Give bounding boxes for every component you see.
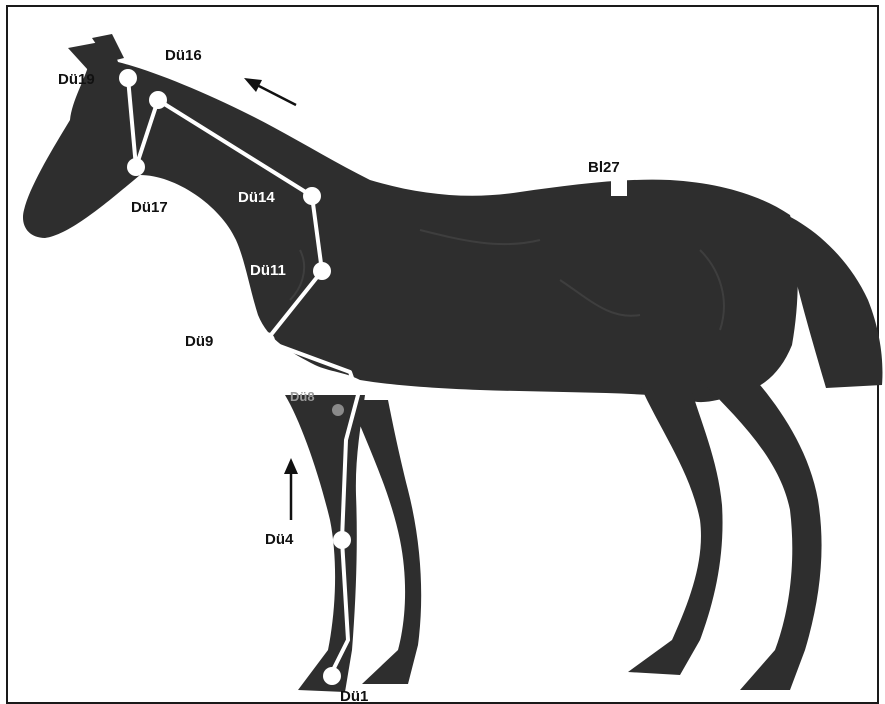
point-marker-du11 bbox=[313, 262, 331, 280]
horse-silhouette bbox=[23, 34, 883, 692]
label-du14: Dü14 bbox=[238, 189, 275, 206]
label-du1: Dü1 bbox=[340, 688, 368, 704]
arrow-up-icon bbox=[284, 458, 298, 520]
point-marker-du17 bbox=[127, 158, 145, 176]
point-marker-du1 bbox=[323, 667, 341, 685]
label-du17: Dü17 bbox=[131, 199, 168, 216]
label-du9: Dü9 bbox=[185, 333, 213, 350]
horse-body bbox=[23, 42, 798, 402]
point-marker-bl27 bbox=[611, 180, 627, 196]
point-marker-du19 bbox=[119, 69, 137, 87]
label-du8: Dü8 bbox=[290, 389, 315, 404]
horse-front-leg-near bbox=[285, 395, 365, 692]
horse-front-leg-far bbox=[350, 400, 421, 684]
point-marker-du16 bbox=[149, 91, 167, 109]
arrow-up-left-icon bbox=[244, 78, 296, 105]
label-du11: Dü11 bbox=[250, 262, 286, 279]
label-bl27: Bl27 bbox=[588, 159, 620, 176]
horse-hind-leg-near bbox=[628, 385, 723, 675]
point-marker-du14 bbox=[303, 187, 321, 205]
label-du4: Dü4 bbox=[265, 531, 294, 548]
label-du16: Dü16 bbox=[165, 47, 202, 64]
label-du19: Dü19 bbox=[58, 71, 95, 88]
point-marker-du8 bbox=[332, 404, 344, 416]
point-marker-du9 bbox=[257, 332, 275, 350]
point-marker-du4 bbox=[333, 531, 351, 549]
